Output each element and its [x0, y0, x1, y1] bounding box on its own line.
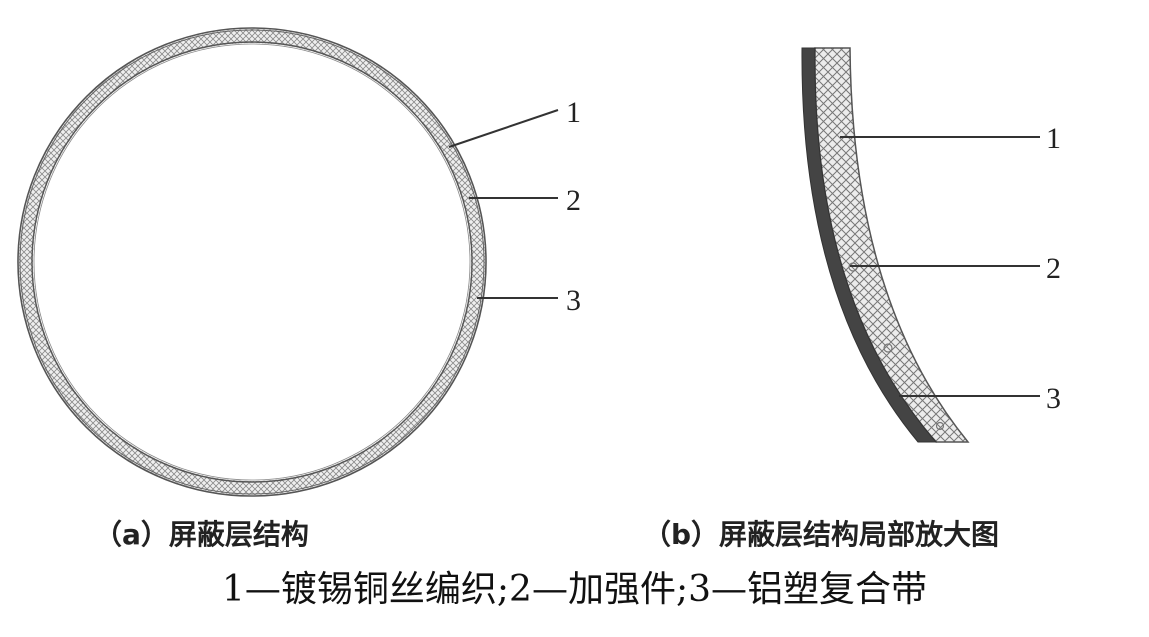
leader-line-1 [448, 109, 559, 148]
callout-b-1: 1 [1046, 122, 1061, 155]
legend-text: 1—镀锡铜丝编织;2—加强件;3—铝塑复合带 [222, 569, 927, 610]
callout-b-3: 3 [1046, 382, 1061, 415]
callout-b-2: 2 [1046, 252, 1061, 285]
ring-leader-lines [448, 109, 559, 299]
callout-a-2: 2 [566, 184, 581, 217]
ring-cross-section [17, 27, 487, 497]
enlarged-arc-section [801, 47, 970, 443]
callout-a-1: 1 [566, 96, 581, 129]
arc-leader-lines [840, 136, 1040, 397]
caption-panel-b: （b）屏蔽层结构局部放大图 [643, 518, 1000, 551]
callout-a-3: 3 [566, 284, 581, 317]
caption-panel-a: （a）屏蔽层结构 [94, 518, 309, 551]
